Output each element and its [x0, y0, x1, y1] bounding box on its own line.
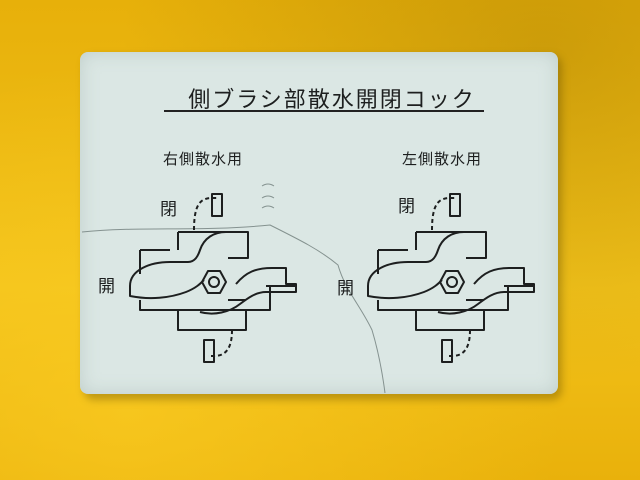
label-title: 側ブラシ部散水開閉コック	[188, 88, 476, 113]
title-underline	[164, 110, 484, 112]
left-valve-diagram	[129, 193, 297, 363]
right-diagram-heading: 左側散水用	[402, 150, 483, 168]
left-diagram-heading: 右側散水用	[163, 150, 244, 168]
label-crack	[81, 183, 386, 394]
right-valve-diagram	[367, 193, 535, 363]
right-open-mark: 開	[337, 279, 354, 299]
left-open-mark: 開	[98, 277, 115, 297]
instruction-label	[80, 52, 558, 394]
left-closed-mark: 閉	[160, 200, 177, 220]
right-closed-mark: 閉	[398, 197, 415, 217]
